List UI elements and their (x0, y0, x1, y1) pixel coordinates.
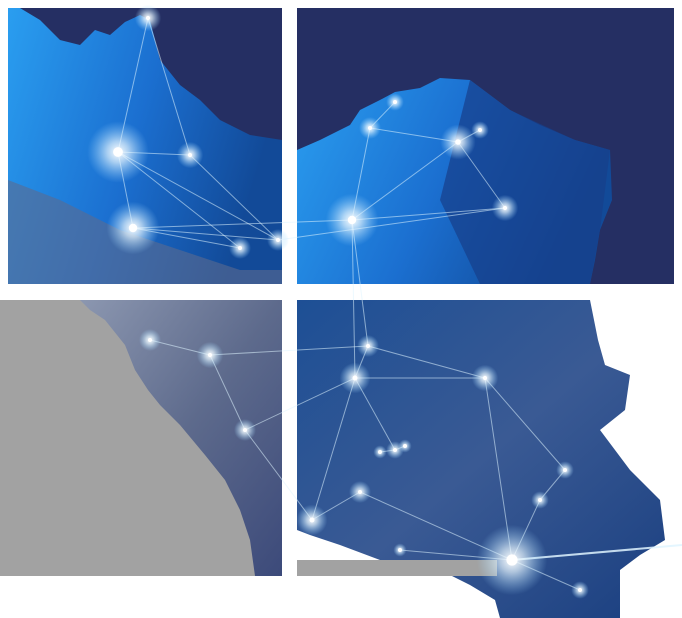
network-link (367, 345, 486, 379)
network-node (378, 450, 382, 454)
network-node (478, 128, 482, 132)
network-node (366, 344, 370, 348)
network-link (147, 17, 191, 156)
network-link (132, 219, 353, 229)
network-node (347, 215, 357, 225)
network-node (352, 375, 358, 381)
network-node (403, 444, 407, 448)
network-node (276, 238, 280, 242)
network-node (393, 448, 397, 452)
network-node (238, 246, 242, 250)
network-node (207, 352, 213, 358)
network-link (189, 154, 279, 241)
network-node (538, 498, 542, 502)
network-link (311, 377, 356, 521)
network-node (145, 15, 151, 21)
network-node (393, 100, 397, 104)
map-region-north (297, 78, 612, 284)
network-node (309, 517, 315, 523)
network-node (368, 126, 372, 130)
network-node (187, 152, 193, 158)
network-link (209, 345, 369, 356)
network-link (209, 354, 246, 431)
network-link (484, 377, 566, 471)
network-node (243, 428, 247, 432)
network-node (148, 338, 152, 342)
network-link (277, 207, 506, 241)
network-nodes (87, 4, 589, 599)
network-node (113, 147, 123, 157)
network-link (244, 429, 313, 521)
network-node (482, 375, 488, 381)
network-node (502, 205, 508, 211)
network-node (578, 588, 582, 592)
network-node (506, 554, 518, 566)
network-node (455, 139, 461, 145)
network-node (358, 490, 362, 494)
network-node (128, 223, 138, 233)
map-region-south (297, 300, 665, 618)
map-region-southwest (80, 300, 282, 576)
network-node (563, 468, 567, 472)
network-node (398, 548, 402, 552)
network-link (244, 377, 356, 431)
